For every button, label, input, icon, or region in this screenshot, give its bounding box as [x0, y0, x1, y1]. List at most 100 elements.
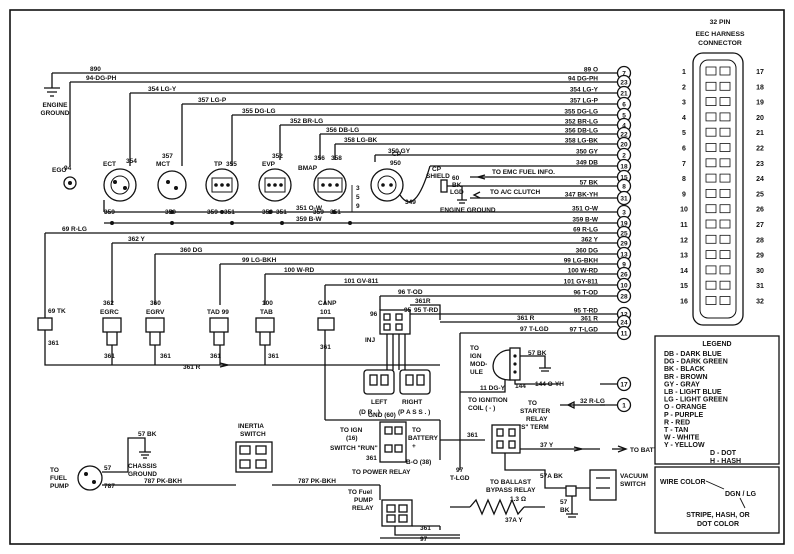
canp-label: CANP	[318, 300, 337, 307]
egrc-label: EGRC	[100, 309, 119, 316]
cp-sensor: CP 950 349	[370, 151, 431, 206]
tad-361: 361	[210, 353, 221, 360]
pin-slot	[705, 250, 717, 260]
legend-item: W - WHITE	[664, 435, 700, 442]
legend-h-hash: H - HASH	[710, 458, 741, 465]
pin-slot	[719, 112, 731, 122]
power-361: 361	[366, 455, 377, 462]
wire-97-label: 97 T-LGD	[520, 326, 549, 333]
wire-354-label: 354 LG-Y	[148, 86, 177, 93]
ballast-relay: 37 Y TO BATTERY + 57A BK TO BALLAST BYPA…	[450, 424, 676, 524]
bmap-351: 351	[330, 209, 341, 216]
pin-slot	[719, 188, 731, 198]
circuit-label: 356 DB-LG	[565, 128, 598, 135]
to-ign-1: TO IGN	[340, 427, 363, 434]
ego-sensor: EGO 94	[52, 165, 77, 190]
circuit-label: 358 LG-BK	[565, 138, 599, 145]
pin-circle-number: 1	[622, 402, 626, 409]
wire-362-label: 362 Y	[128, 236, 146, 243]
pin-left-number: 16	[680, 299, 688, 306]
legend-box	[654, 335, 780, 465]
fuel-pump: TO FUEL PUMP 57 787 57 BK CHASSIS GROUND…	[50, 431, 236, 491]
wire-69	[44, 232, 560, 318]
wire-101-label: 101 GV-811	[344, 278, 379, 285]
wire-69-label: 69 R-LG	[62, 226, 87, 233]
wire-787-label-1: 787 PK-BKH	[144, 478, 182, 485]
pin-circle-number: 25	[620, 230, 628, 237]
ign-module: TO IGN MOD- ULE 57 BK 144 144 O-YH 11 DG…	[460, 345, 564, 412]
circuit-label: 349 DB	[576, 160, 598, 167]
bmap-label: BMAP	[298, 165, 318, 172]
egrc-num: 362	[103, 300, 114, 307]
pin-slot	[719, 97, 731, 106]
cp-num: 950	[390, 160, 401, 167]
pin-left-number: 14	[680, 268, 688, 275]
wire-57-label: 57 BK	[138, 431, 157, 438]
legend-item: O - ORANGE	[664, 404, 707, 411]
pin-right-number: 25	[756, 191, 764, 198]
chassis-1: CHASSIS	[128, 463, 158, 470]
injector-right: RIGHT (P A S S . )	[398, 369, 431, 416]
pin-slot	[705, 234, 717, 244]
pin-slot	[719, 204, 731, 214]
legend-item: LG - LIGHT GREEN	[664, 397, 728, 404]
ign-144-label: 144 O-YH	[535, 381, 564, 388]
legend-item: BR - BROWN	[664, 374, 708, 381]
pin-circle-number: 23	[620, 79, 628, 86]
evp-351: 351	[276, 209, 287, 216]
wire-360-label: 360 DG	[180, 247, 202, 254]
ego-num: 94	[64, 165, 72, 172]
wire-361r	[410, 304, 441, 320]
fuel-pump-relay: TO Fuel PUMP RELAY 361 97 97 T-LGD	[348, 467, 470, 543]
circuit-label: 100 W-RD	[568, 268, 599, 275]
pin-right-number: 27	[756, 222, 764, 229]
circuit-label: 347 BK-YH	[565, 192, 599, 199]
circuit-label: 96 T-OD	[573, 290, 598, 297]
fpr-2: PUMP	[354, 497, 373, 504]
circuit-label: 361 R	[581, 316, 599, 323]
to-ign-2: (16)	[346, 435, 358, 442]
pump-787: 787	[104, 483, 115, 490]
pin-slot	[719, 158, 731, 168]
left-sub: (D R . )	[359, 409, 380, 416]
pin-slot	[719, 296, 731, 305]
tab-num: 100	[262, 300, 273, 307]
evp-359: 359	[262, 209, 273, 216]
egrc-actuator: 362 EGRC 361	[100, 300, 122, 365]
wire-94-label: 94-DG-PH	[86, 75, 117, 82]
circuit-label: 352 BR-LG	[565, 119, 598, 126]
wire-57a-label: 57A BK	[540, 473, 563, 480]
pin-slot	[705, 81, 717, 91]
pin-slot	[705, 127, 717, 137]
to-emc-label: TO EMC FUEL INFO.	[492, 169, 555, 176]
legend-item: DB - DARK BLUE	[664, 351, 722, 358]
wire-350	[374, 154, 560, 162]
legend-stripe-1: STRIPE, HASH, OR	[686, 512, 749, 519]
inertia-switch: INERTIA SWITCH 787 PK-BKH	[235, 423, 380, 486]
pin-right-number: 29	[756, 253, 764, 260]
bmap-sensor: BMAP 356 358 359 351 3 5 9	[298, 155, 360, 216]
fuel-pump-1: TO	[50, 467, 59, 474]
starter-32-label: 32 R-LG	[580, 398, 605, 405]
pin-circle-number: 7	[622, 70, 626, 77]
wire-357-label: 357 LG-P	[198, 97, 227, 104]
inj-label: INJ	[365, 337, 376, 344]
wire-352	[279, 124, 560, 160]
vac-bk: BK	[560, 507, 570, 514]
to-battery: TO BATTERY +	[630, 447, 676, 454]
tad-label: TAD 99	[207, 309, 229, 316]
pin-left-number: 5	[682, 130, 686, 137]
legend-item: P - PURPLE	[664, 412, 703, 419]
pin-circle-number: 9	[622, 261, 626, 268]
tp-359: 359	[207, 209, 218, 216]
ign-57bk: 57 BK	[528, 350, 547, 357]
ballast-res: 1.3 Ω	[510, 496, 526, 503]
connector-body	[692, 52, 744, 326]
pin-circle	[616, 397, 632, 413]
circuit-label: 351 O-W	[572, 206, 599, 213]
wire-37ay-label: 37A Y	[505, 517, 523, 524]
pin-circle-number: 19	[620, 220, 628, 227]
wire-358	[334, 143, 560, 160]
